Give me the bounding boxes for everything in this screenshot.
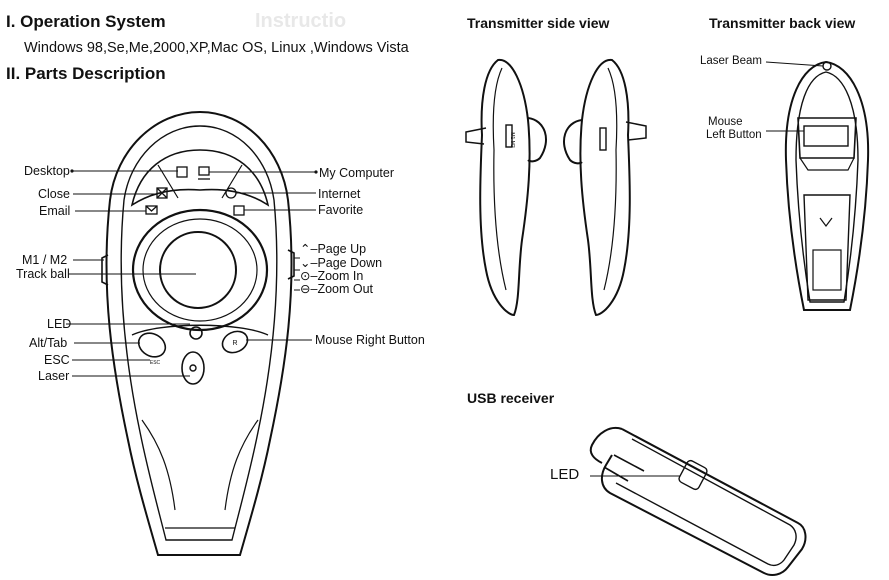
side-view-left-ball (527, 117, 547, 163)
operation-system-list: Windows 98,Se,Me,2000,XP,Mac OS, Linux ,… (24, 40, 409, 56)
favorite-icon (233, 205, 245, 216)
back-view-title: Transmitter back view (709, 15, 856, 31)
front-body-outline (105, 110, 293, 556)
parts-description-heading: II. Parts Description (6, 64, 166, 83)
label-internet: Internet (318, 187, 361, 201)
label-m1m2: M1 / M2 (22, 253, 68, 267)
right-key-mark: R (232, 340, 237, 347)
email-icon (145, 205, 158, 215)
transmitter-back-view-diagram (765, 60, 870, 311)
label-mouse-left-button: Mouse Left Button (706, 116, 762, 142)
zoom-in-icon: ⊙– (300, 269, 318, 283)
trackball (159, 231, 237, 309)
side-view-title: Transmitter side view (467, 15, 610, 31)
label-desktop: Desktop (24, 164, 70, 178)
transmitter-side-view-diagram: M1 M2 (465, 58, 647, 317)
usb-receiver-body (600, 428, 807, 576)
label-mouse-right-button: Mouse Right Button (315, 333, 425, 347)
usb-receiver-title: USB receiver (467, 390, 555, 406)
zoom-out-icon: ⊖– (300, 282, 318, 296)
trackball-housing (131, 208, 269, 332)
alt-tab-button (137, 332, 167, 358)
label-email: Email (39, 204, 71, 218)
label-zoom-out: ⊖–Zoom Out (300, 282, 374, 296)
mouse-left-button (797, 117, 857, 159)
label-laser: Laser (38, 369, 70, 383)
label-laser-beam: Laser Beam (700, 55, 763, 67)
desktop-icon (176, 166, 188, 178)
label-mouse-left-line1: Mouse (708, 116, 743, 128)
internet-icon (225, 187, 237, 199)
arrow-down-icon: ⌄– (300, 256, 318, 270)
my-computer-icon (198, 166, 210, 176)
label-mouse-left-line2: Left Button (706, 129, 762, 141)
close-icon (156, 187, 168, 199)
side-view-mark: M1 M2 (509, 132, 515, 148)
side-view-left (479, 58, 531, 317)
label-led: LED (47, 317, 72, 331)
usb-led-window (678, 459, 708, 491)
led-indicator (189, 326, 203, 340)
label-favorite: Favorite (318, 203, 364, 217)
label-my-computer: My Computer (319, 166, 395, 180)
side-view-right (579, 58, 631, 317)
usb-receiver-diagram (589, 427, 807, 576)
label-zoom-in: ⊙–Zoom In (300, 269, 364, 283)
battery-door (803, 194, 851, 301)
transmitter-front-diagram: R ESC (66, 110, 318, 556)
operation-system-heading: I. Operation System (6, 12, 166, 31)
top-button-panel (130, 149, 270, 207)
usb-plug-end (603, 454, 645, 482)
esc-key-mark: ESC (150, 360, 161, 366)
label-close: Close (38, 187, 70, 201)
m1m2-side-button (101, 254, 109, 286)
scroll-side-button (287, 249, 295, 280)
label-page-up: ⌃–Page Up (300, 242, 367, 256)
ghost-heading: Instructio (255, 10, 347, 32)
front-body-inner (120, 125, 278, 541)
label-trackball: Track ball (16, 267, 70, 281)
side-view-right-ball (563, 119, 583, 165)
label-alt-tab: Alt/Tab (29, 336, 68, 350)
laser-button (181, 351, 205, 385)
back-view-outline (784, 60, 870, 311)
label-esc: ESC (44, 353, 70, 367)
usb-led-label: LED (550, 466, 580, 483)
label-page-down: ⌄–Page Down (300, 256, 383, 270)
arrow-up-icon: ⌃– (300, 242, 318, 256)
right-button (221, 330, 249, 354)
laser-beam-aperture (822, 61, 832, 71)
